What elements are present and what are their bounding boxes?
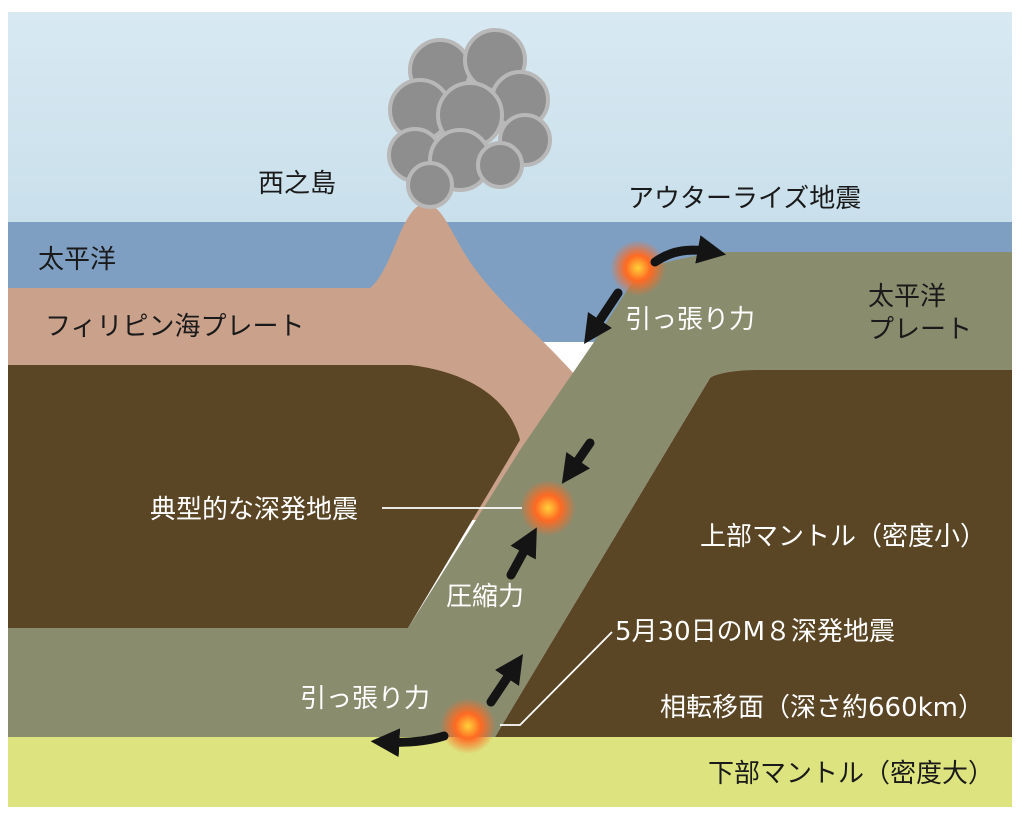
volcanic-smoke	[387, 28, 552, 209]
quake-typical-deep	[520, 480, 576, 536]
label-lower-mantle: 下部マントル（密度大）	[708, 759, 994, 789]
label-phase-boundary: 相転移面（深さ約660km）	[660, 693, 984, 723]
arrow-slab-down	[561, 438, 595, 484]
arrow-lower-up	[486, 654, 523, 707]
quake-may30	[440, 698, 496, 754]
label-philippine-plate: フィリピン海プレート	[45, 312, 304, 342]
force-arrows	[370, 235, 727, 758]
leader-line-may30	[500, 631, 613, 726]
arrow-tension-right	[650, 235, 727, 267]
label-upper-mantle: 上部マントル（密度小）	[700, 522, 986, 552]
arrow-tension-down	[584, 288, 623, 344]
label-typical-deep-quake: 典型的な深発地震	[150, 495, 358, 525]
label-tension-top: 引っ張り力	[625, 305, 755, 335]
label-may30-quake: 5月30日のM８深発地震	[615, 617, 895, 647]
upper-mantle-right	[495, 370, 1012, 737]
label-pacific-ocean: 太平洋	[38, 245, 116, 275]
label-compression: 圧縮力	[446, 582, 524, 612]
quake-outer-rise	[610, 240, 666, 296]
label-outer-rise-quake: アウターライズ地震	[628, 184, 861, 214]
upper-mantle-left	[8, 365, 520, 628]
label-pacific-plate-1: 太平洋	[868, 282, 946, 312]
label-tension-bottom: 引っ張り力	[300, 684, 430, 714]
label-island: 西之島	[258, 169, 336, 199]
lower-mantle	[8, 737, 1012, 807]
arrow-tension-left	[370, 728, 449, 758]
pacific-plate	[8, 252, 1012, 737]
label-pacific-plate-2: プレート	[868, 315, 972, 345]
arrow-compression-up	[506, 527, 537, 580]
